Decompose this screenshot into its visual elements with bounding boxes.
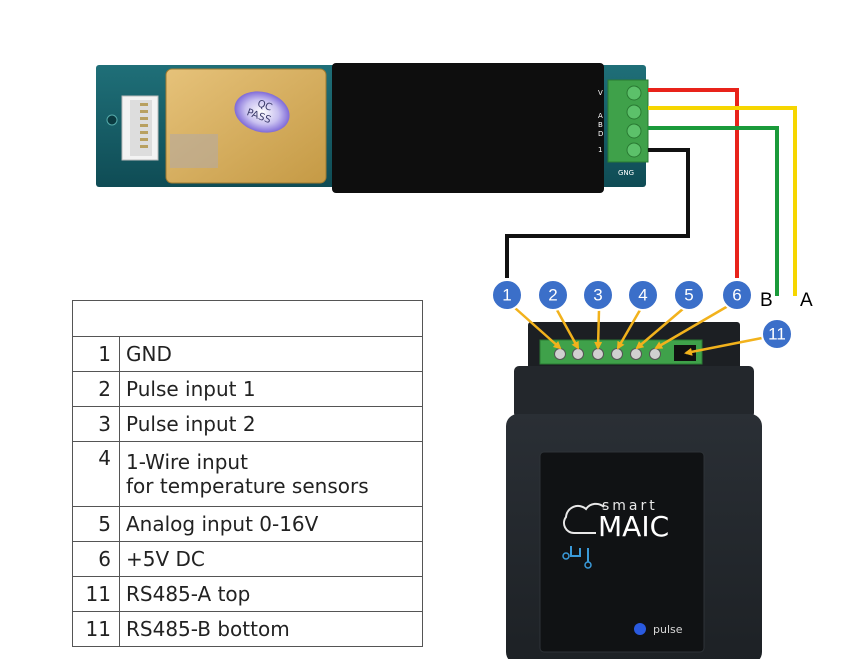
pin-description: Pulse input 2 xyxy=(119,406,423,442)
table-row: 11 RS485-A top xyxy=(72,576,423,612)
arrow-pin-4 xyxy=(616,309,642,350)
sensor-connector xyxy=(121,95,159,161)
table-row: 1 GND xyxy=(72,336,423,372)
pulse-led xyxy=(634,623,646,635)
pin-mark-b: B xyxy=(598,121,603,129)
pin-number: 6 xyxy=(72,541,120,577)
wire-label-a: A xyxy=(800,290,813,311)
wires xyxy=(505,88,797,296)
pin-marker-6: 6 xyxy=(721,279,753,311)
sensor-module: QC PASS GNG V A B D 1 xyxy=(96,63,649,193)
arrow-pin-1 xyxy=(514,307,562,350)
smartmaic-device: smart MAIC pulse xyxy=(506,322,762,659)
terminal-label: GNG xyxy=(618,169,634,177)
pin-marker-3-label: 3 xyxy=(593,286,602,305)
cloud-logo-icon xyxy=(563,502,605,534)
brand-small: smart xyxy=(602,498,658,514)
pin-description: GND xyxy=(119,336,423,372)
pin-marker-2: 2 xyxy=(537,279,569,311)
table-row: 5 Analog input 0-16V xyxy=(72,506,423,542)
terminal-screw xyxy=(626,142,642,158)
pin-number: 11 xyxy=(72,611,120,647)
device-screws xyxy=(554,348,661,360)
brand-large: MAIC xyxy=(598,510,669,543)
pin-description: Pulse input 1 xyxy=(119,371,423,407)
pin-description: 1-Wire input for temperature sensors xyxy=(119,441,423,507)
heat-shrink-tube xyxy=(332,63,604,193)
red-wire xyxy=(648,88,739,278)
pin-number: 1 xyxy=(72,336,120,372)
terminal-screw xyxy=(626,123,642,139)
pin-mark-1: 1 xyxy=(598,146,602,154)
black-wire xyxy=(505,148,690,278)
table-row: 2 Pulse input 1 xyxy=(72,371,423,407)
pin-mark-a: A xyxy=(598,112,603,120)
pin-number: 5 xyxy=(72,506,120,542)
arrow-pin-2 xyxy=(555,309,580,350)
pin-arrows xyxy=(514,304,763,356)
pin-description: RS485-B bottom xyxy=(119,611,423,647)
arrow-pin-11 xyxy=(684,336,763,356)
circuit-dot-icon xyxy=(562,552,570,560)
yellow-wire xyxy=(648,106,797,296)
pin-mark-v: V xyxy=(598,89,603,97)
pulse-label: pulse xyxy=(653,623,683,636)
pin-markers: 1 2 3 4 5 6 11 xyxy=(491,279,793,350)
pin-mark-d: D xyxy=(598,130,603,138)
terminal-screw xyxy=(626,85,642,101)
pin-description: Analog input 0-16V xyxy=(119,506,423,542)
arrow-pin-5 xyxy=(635,307,685,350)
pin-description: +5V DC xyxy=(119,541,423,577)
pin-description: RS485-A top xyxy=(119,576,423,612)
device-neck xyxy=(514,366,754,418)
table-row: 6 +5V DC xyxy=(72,541,423,577)
pin-description-line1: 1-Wire input xyxy=(126,450,248,474)
pin-marker-3: 3 xyxy=(582,279,614,311)
pin-marker-2-label: 2 xyxy=(548,286,557,305)
qc-sticker xyxy=(234,91,290,133)
pin-table-header xyxy=(72,300,423,337)
pin-number: 3 xyxy=(72,406,120,442)
mounting-hole xyxy=(106,114,118,126)
pin-marker-11-label: 11 xyxy=(768,325,786,344)
table-row: 4 1-Wire input for temperature sensors xyxy=(72,441,423,507)
sensor-window xyxy=(170,134,218,168)
pin-marker-4-label: 4 xyxy=(638,286,647,305)
circuit-logo-icon xyxy=(570,546,589,562)
pin-marker-5: 5 xyxy=(673,279,705,311)
sensor-terminal-block xyxy=(607,79,649,163)
arrow-pin-3 xyxy=(594,309,603,350)
pin-number: 2 xyxy=(72,371,120,407)
arrow-pin-6 xyxy=(654,304,729,350)
circuit-dot-icon xyxy=(584,561,592,569)
device-face xyxy=(539,451,705,653)
pin-description-line2: for temperature sensors xyxy=(126,474,369,498)
pin-marker-6-label: 6 xyxy=(732,286,741,305)
table-row: 3 Pulse input 2 xyxy=(72,406,423,442)
pin-marker-4: 4 xyxy=(627,279,659,311)
pin-number: 11 xyxy=(72,576,120,612)
pin-marker-1: 1 xyxy=(491,279,523,311)
green-wire xyxy=(648,126,779,296)
wire-label-b: B xyxy=(760,290,773,311)
qc-label-line1: QC xyxy=(256,98,274,113)
terminal-screw xyxy=(626,104,642,120)
pin-marker-11: 11 xyxy=(761,318,793,350)
pin-table-header-cell xyxy=(72,300,423,337)
rs485-connector xyxy=(674,345,696,361)
pin-table: 1 GND 2 Pulse input 1 3 Pulse input 2 4 … xyxy=(72,300,423,647)
pin-number: 4 xyxy=(72,441,120,507)
table-row: 11 RS485-B bottom xyxy=(72,611,423,647)
pin-marker-5-label: 5 xyxy=(684,286,693,305)
pin-marker-1-label: 1 xyxy=(502,286,511,305)
